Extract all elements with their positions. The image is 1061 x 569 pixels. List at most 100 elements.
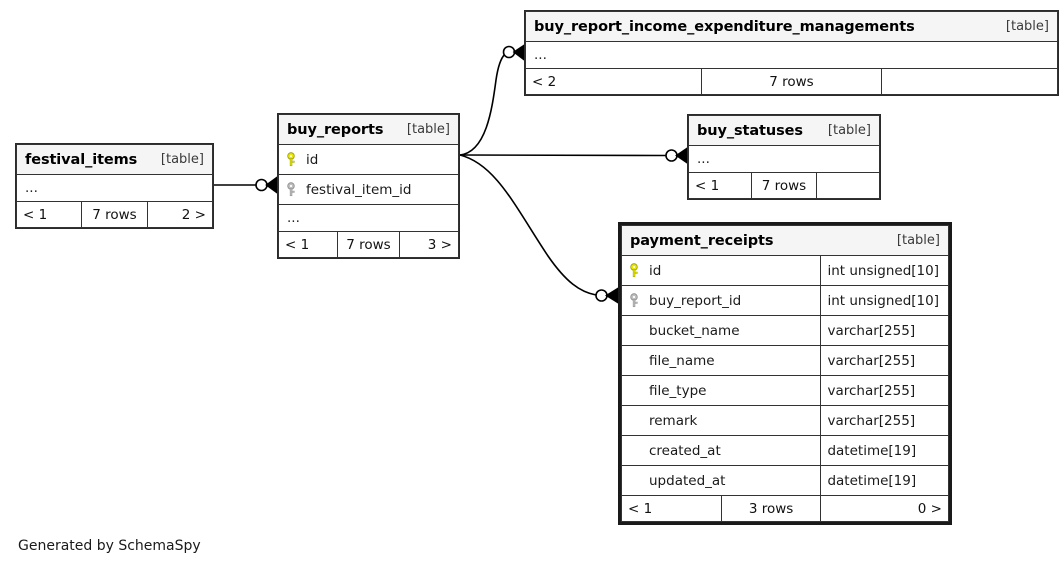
footer-children-count (815, 172, 881, 199)
table-row[interactable]: id (278, 144, 459, 175)
column-id[interactable]: id (278, 144, 459, 175)
key-icon-none (630, 473, 641, 488)
table-row[interactable]: id int unsigned[10] (620, 255, 949, 286)
footer-parents-count: < 1 (277, 231, 339, 258)
column-name: bucket_name (649, 322, 740, 339)
column-name: id (306, 151, 319, 168)
column-name: created_at (649, 442, 721, 459)
column-name: remark (649, 412, 698, 429)
table-kind-label: [table] (406, 122, 450, 137)
column-ellipsis: ... (16, 174, 213, 202)
column-created_at[interactable]: created_at (620, 435, 822, 466)
edge-endpoint-circle (595, 289, 608, 302)
edge-endpoint-circle (255, 178, 268, 192)
column-updated_at[interactable]: updated_at (620, 465, 822, 496)
table-header-row: buy_statuses [table] (688, 115, 880, 146)
table-title: buy_report_income_expenditure_management… (534, 18, 915, 35)
table-header-cell: buy_statuses [table] (688, 115, 880, 146)
edge-crowsfoot-arrow (675, 147, 688, 164)
table-header-cell: buy_report_income_expenditure_management… (525, 11, 1058, 42)
key-icon-none (630, 383, 641, 398)
column-bucket_name[interactable]: bucket_name (620, 315, 822, 346)
column-ellipsis: ... (278, 204, 459, 232)
column-type: varchar[255] (820, 315, 949, 346)
table-row[interactable]: buy_report_id int unsigned[10] (620, 285, 949, 316)
table-row[interactable]: ... (16, 174, 213, 202)
column-type: varchar[255] (820, 345, 949, 376)
key-icon-none (630, 353, 641, 368)
footer-row-count: 3 rows (748, 500, 794, 517)
table-row[interactable]: created_at datetime[19] (620, 435, 949, 466)
column-name: festival_item_id (306, 181, 412, 198)
table-title: buy_statuses (697, 122, 803, 139)
table-node-buy_reports[interactable]: buy_reports [table] (277, 113, 460, 259)
table-title: buy_reports (287, 121, 384, 138)
footer-left-group: < 1 3 rows (620, 495, 822, 522)
footer-parents-count: < 1 (16, 201, 82, 228)
key-icon-primary (630, 263, 641, 278)
column-type: int unsigned[10] (820, 255, 949, 286)
table-kind-label: [table] (827, 123, 871, 138)
table-row[interactable]: bucket_name varchar[255] (620, 315, 949, 346)
column-name: file_type (649, 382, 707, 399)
footer-parents-count: < 1 (687, 172, 753, 199)
table-row[interactable]: file_type varchar[255] (620, 375, 949, 406)
column-type: varchar[255] (820, 375, 949, 406)
footer-parents-count: < 1 (622, 496, 722, 521)
table-row[interactable]: ... (278, 204, 459, 232)
table-title: festival_items (25, 151, 138, 168)
edge-buy_reports-buy_statuses (459, 154, 667, 157)
column-name: id (649, 262, 662, 279)
footer-children-count: 2 > (147, 201, 213, 228)
table-kind-label: [table] (896, 233, 940, 248)
table-row[interactable]: festival_item_id (278, 174, 459, 205)
column-id[interactable]: id (620, 255, 822, 286)
table-header-row: festival_items [table] (16, 144, 213, 175)
key-icon-foreign (287, 182, 298, 197)
edge-endpoint-circle (502, 45, 516, 59)
edge-endpoint-circle (665, 149, 678, 162)
column-buy_report_id[interactable]: buy_report_id (620, 285, 822, 316)
table-row[interactable]: ... (525, 41, 1058, 69)
table-footer-row: < 1 7 rows 2 > (16, 201, 213, 228)
table-header-cell: festival_items [table] (16, 144, 213, 175)
table-node-buy_report_income_expenditure_managements[interactable]: buy_report_income_expenditure_management… (524, 10, 1059, 96)
key-icon-none (630, 323, 641, 338)
column-remark[interactable]: remark (620, 405, 822, 436)
table-row[interactable]: remark varchar[255] (620, 405, 949, 436)
edge-crowsfoot-arrow (512, 44, 525, 62)
table-row[interactable]: updated_at datetime[19] (620, 465, 949, 496)
table-node-payment_receipts[interactable]: payment_receipts [table] (618, 222, 952, 525)
footer-row-count: 7 rows (337, 231, 400, 258)
column-file_name[interactable]: file_name (620, 345, 822, 376)
column-name: buy_report_id (649, 292, 742, 309)
footer-row-count: 7 rows (751, 172, 817, 199)
key-icon-none (630, 413, 641, 428)
table-row[interactable]: ... (688, 145, 880, 173)
column-name: updated_at (649, 472, 726, 489)
column-festival_item_id[interactable]: festival_item_id (278, 174, 459, 205)
column-name: file_name (649, 352, 715, 369)
table-header-row: buy_reports [table] (278, 114, 459, 145)
column-type: int unsigned[10] (820, 285, 949, 316)
footer-children-count: 0 > (820, 495, 949, 522)
table-header-row: buy_report_income_expenditure_management… (525, 11, 1058, 42)
table-footer-row: < 1 7 rows (687, 172, 881, 199)
edge-crowsfoot-arrow (265, 176, 278, 194)
table-header-cell: buy_reports [table] (278, 114, 459, 145)
table-title: payment_receipts (630, 232, 774, 249)
table-header-row: payment_receipts [table] (621, 225, 949, 256)
column-file_type[interactable]: file_type (620, 375, 822, 406)
table-node-buy_statuses[interactable]: buy_statuses [table] ... < 1 7 rows (687, 114, 881, 200)
table-row[interactable]: file_name varchar[255] (620, 345, 949, 376)
footer-row-count: 7 rows (80, 201, 149, 228)
footer-children-count: 3 > (398, 231, 460, 258)
table-kind-label: [table] (160, 152, 204, 167)
table-node-festival_items[interactable]: festival_items [table] ... < 1 7 rows 2 … (15, 143, 214, 229)
table-footer-row: < 1 3 rows 0 > (620, 495, 949, 522)
footer-row-count: 7 rows (700, 68, 883, 95)
table-header-cell: payment_receipts [table] (621, 225, 949, 256)
generated-by-credit: Generated by SchemaSpy (18, 538, 201, 554)
table-kind-label: [table] (1005, 19, 1049, 34)
